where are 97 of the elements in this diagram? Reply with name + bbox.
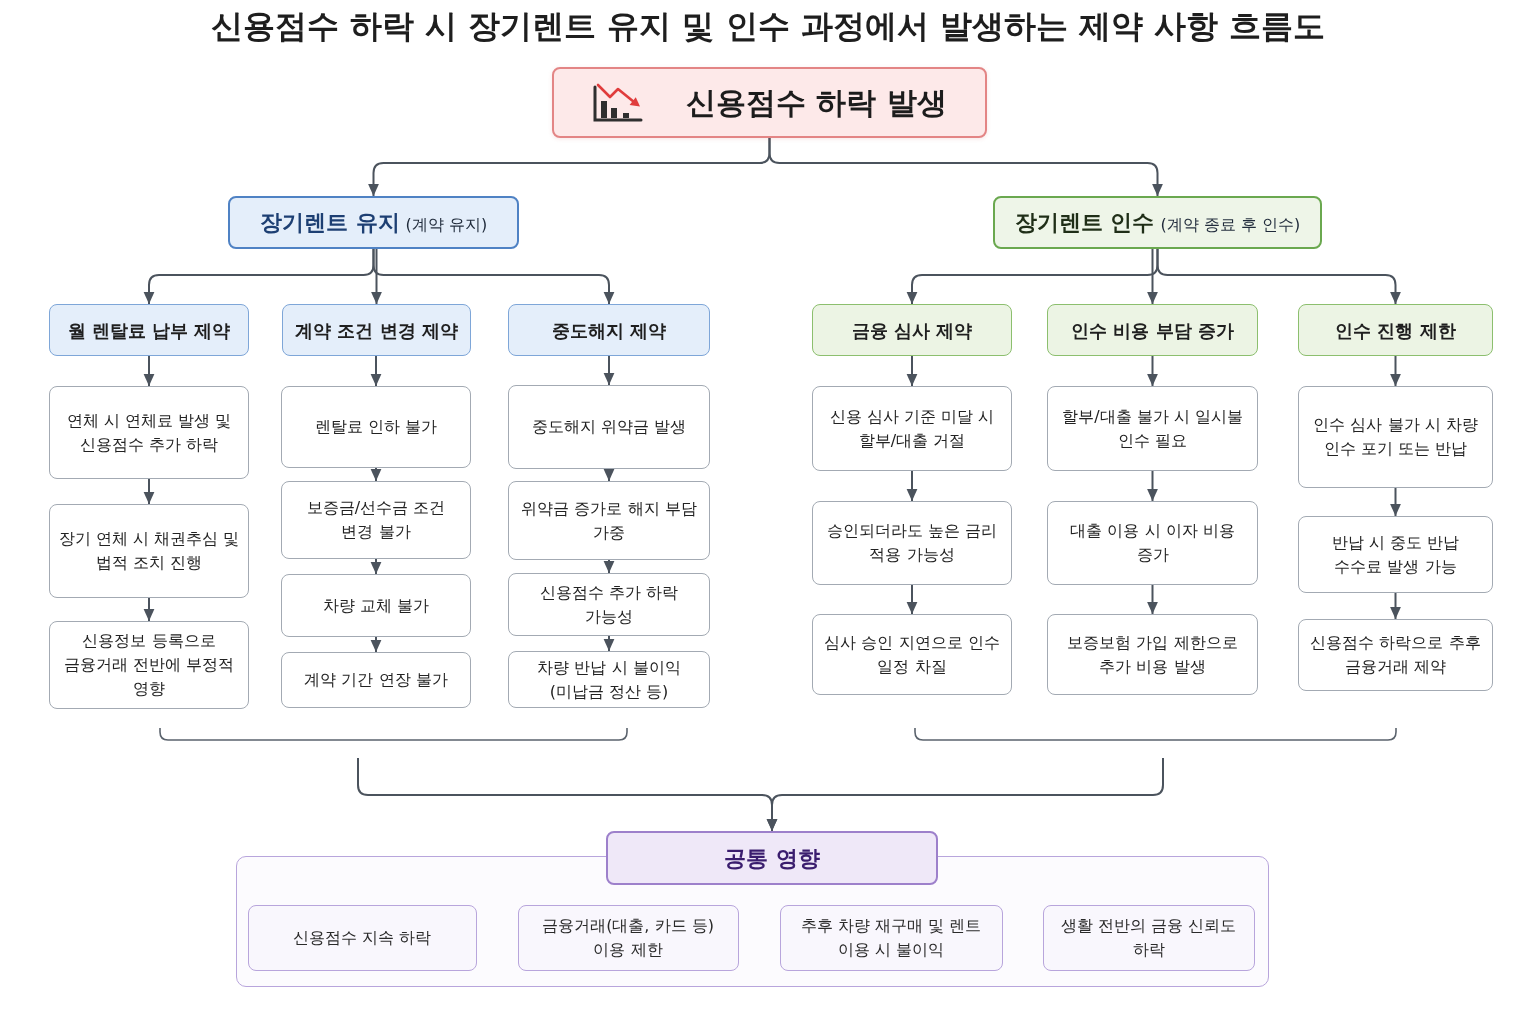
constraint-box [1298,386,1493,488]
arrow [603,355,615,386]
constraint-box [281,481,471,559]
category-title: 계약 조건 변경 제약 [295,318,458,343]
impact-text: 추후 차량 재구매 및 렌트 이용 시 불이익 [799,914,983,961]
impact-text: 금융거래(대출, 카드 등) 이용 제한 [541,914,715,961]
impact-box [1042,904,1255,971]
constraint-box [1047,386,1258,471]
constraint-box [1047,614,1258,695]
constraint-text: 반납 시 중도 반납 수수료 발생 가능 [1330,531,1461,578]
branch-subtitle: (계약 종료 후 인수) [1160,214,1301,236]
impact-box [779,904,1003,971]
category-title: 인수 진행 제한 [1335,318,1456,343]
constraint-box [812,614,1012,695]
constraint-box [812,501,1012,585]
constraint-text: 신용점수 추가 하락 가능성 [538,581,680,628]
impact-box [247,904,477,971]
diagram-title: 신용점수 하락 시 장기렌트 유지 및 인수 과정에서 발생하는 제약 사항 흐름도 [210,6,1326,47]
category-title: 인수 비용 부담 증가 [1071,318,1234,343]
arrow [1147,584,1158,615]
event-title: 신용점수 하락 발생 [686,84,947,122]
arrow [906,584,918,615]
branch-title: 장기렌트 인수 [1014,209,1155,237]
arrow [766,757,1164,832]
arrow [603,635,615,652]
constraint-text: 중도해지 위약금 발생 [531,416,687,438]
constraint-box [508,385,710,469]
constraint-text: 위약금 증가로 해지 부담 가중 [520,497,698,544]
arrow [1156,248,1401,305]
constraint-box [281,652,471,708]
constraint-text: 신용 심사 기준 미달 시 할부/대출 거절 [828,405,996,452]
constraint-text: 신용점수 하락으로 추후 금융거래 제약 [1309,632,1482,678]
arrow [768,137,1163,197]
arrow [1147,248,1158,305]
impact-text: 신용점수 지속 하락 [292,926,432,949]
event-box [552,67,987,138]
constraint-text: 승인되더라도 높은 금리 적용 가능성 [825,520,999,566]
constraint-text: 차량 교체 불가 [322,594,430,617]
arrow [370,558,382,575]
arrow [370,467,382,482]
constraint-box [1047,501,1258,585]
arrow [906,355,918,387]
arrow [370,636,382,653]
arrow [1390,487,1401,517]
arrow [143,597,155,622]
arrow [372,248,615,305]
category-box [508,304,710,356]
constraint-box [49,621,249,709]
section-header-box [606,831,938,885]
arrow [603,468,615,482]
branch-box [228,196,519,249]
constraint-box [508,651,710,708]
section-title: 공통 영향 [724,844,820,873]
constraint-box [281,574,471,637]
constraint-text: 할부/대출 불가 시 일시불 인수 필요 [1061,405,1244,452]
constraint-box [508,573,710,636]
constraint-box [1298,619,1493,691]
constraint-text: 심사 승인 지연으로 인수 일정 차질 [823,631,1001,678]
branch-box [993,196,1322,249]
constraint-box [508,481,710,560]
constraint-text: 대출 이용 시 이자 비용 증가 [1069,520,1236,566]
category-title: 중도해지 제약 [551,318,667,343]
arrow [370,355,382,387]
category-box [1298,304,1493,356]
constraint-text: 계약 기간 연장 불가 [304,669,448,691]
constraint-box [49,386,249,479]
constraint-text: 보증보험 가입 제한으로 추가 비용 발생 [1066,631,1239,678]
branch-subtitle: (계약 유지) [405,214,488,236]
arrow [906,470,918,502]
impact-box [517,904,739,971]
arrow [1147,470,1158,502]
category-title: 월 렌탈료 납부 제약 [67,318,231,343]
arrow [143,355,155,387]
arrow [1147,355,1158,387]
constraint-text: 렌탈료 인하 불가 [314,416,438,438]
impact-text: 생활 전반의 금융 신뢰도 하락 [1059,914,1238,961]
constraint-text: 장기 연체 시 채권추심 및 법적 조치 진행 [58,528,240,574]
constraint-text: 인수 심사 불가 시 차량 인수 포기 또는 반납 [1312,414,1479,460]
category-box [812,304,1012,356]
category-box [1047,304,1258,356]
arrow [1390,355,1401,387]
category-title: 금융 심사 제약 [851,318,973,343]
constraint-box [49,504,249,598]
category-box [282,304,471,356]
arrow [371,248,382,305]
constraint-text: 차량 반납 시 불이익 (미납금 정산 등) [536,656,682,703]
constraint-text: 신용정보 등록으로 금융거래 전반에 부정적 영향 [62,630,236,700]
constraint-box [812,386,1012,471]
arrow [143,478,155,505]
constraint-box [1298,516,1493,593]
constraint-text: 보증금/선수금 조건 변경 불가 [305,497,447,543]
category-box [49,304,249,356]
arrow [1390,592,1401,620]
arrow [603,559,615,574]
constraint-box [281,386,471,468]
branch-title: 장기렌트 유지 [259,209,400,237]
constraint-text: 연체 시 연체료 발생 및 신용점수 추가 하락 [65,409,233,456]
